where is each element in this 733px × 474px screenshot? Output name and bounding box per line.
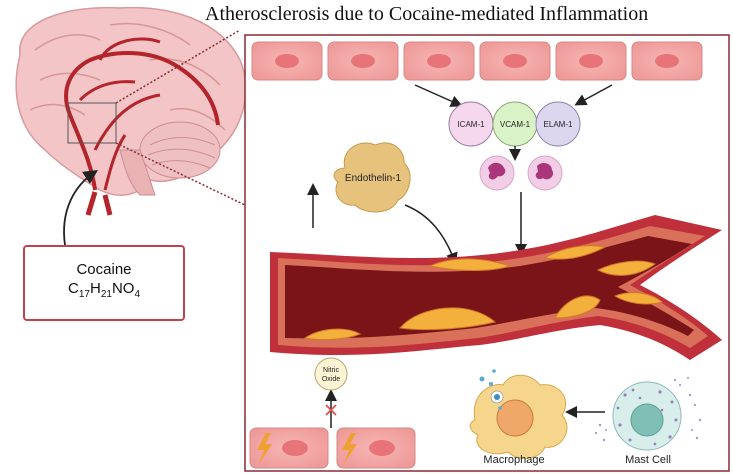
macrophage-label: Macrophage <box>483 454 544 466</box>
cerebellum <box>139 121 221 179</box>
arrow-to-elam <box>574 84 613 106</box>
brain-illustration <box>15 6 247 216</box>
endothelial-cell-row <box>251 41 703 81</box>
plaque-3 <box>596 260 657 276</box>
endothelin-1-label: Endothelin-1 <box>345 173 402 184</box>
cocaine-name: Cocaine <box>76 261 132 278</box>
nitric-oxide-label-line2: Oxide <box>322 376 340 383</box>
mast-cell-label: Mast Cell <box>625 454 671 466</box>
lightning-icon <box>342 433 357 464</box>
plaque-2 <box>543 245 607 260</box>
endothelin-to-vessel-arrow <box>404 204 458 265</box>
lightning-icon <box>257 433 272 464</box>
arrow-to-icam <box>414 84 463 107</box>
cocaine-formula: C17H21NO4 <box>68 280 140 300</box>
plaque-4 <box>399 307 497 331</box>
cerebral-artery <box>64 51 220 191</box>
plaque-7 <box>613 292 664 305</box>
nitric-oxide-circle <box>314 357 348 391</box>
endothelin-1-blob <box>333 142 411 213</box>
cocaine-box: Cocaine C17H21NO4 <box>23 245 185 321</box>
elam-1-circle <box>535 101 581 147</box>
zoom-region-box <box>67 102 117 144</box>
granules <box>479 369 502 410</box>
cocaine-to-brain-arrow <box>63 170 99 246</box>
vcam-1-label: VCAM-1 <box>500 120 531 129</box>
plaque-5 <box>554 295 601 319</box>
elam-1-label: ELAM-1 <box>544 120 573 129</box>
leukocyte-2 <box>527 155 563 191</box>
plaque-6 <box>303 328 362 341</box>
inhibition-x-icon <box>325 404 337 416</box>
icam-1-label: ICAM-1 <box>457 120 485 129</box>
leukocyte-1 <box>479 155 515 191</box>
blood-vessel <box>270 215 722 360</box>
nitric-oxide-label-line1: Nitric <box>323 367 339 374</box>
diagram-title: Atherosclerosis due to Cocaine-mediated … <box>205 3 649 25</box>
mast-cell <box>594 377 702 451</box>
plaque-1 <box>428 258 512 271</box>
macrophage-cell <box>469 374 568 459</box>
damaged-endothelial-cells <box>249 427 416 469</box>
